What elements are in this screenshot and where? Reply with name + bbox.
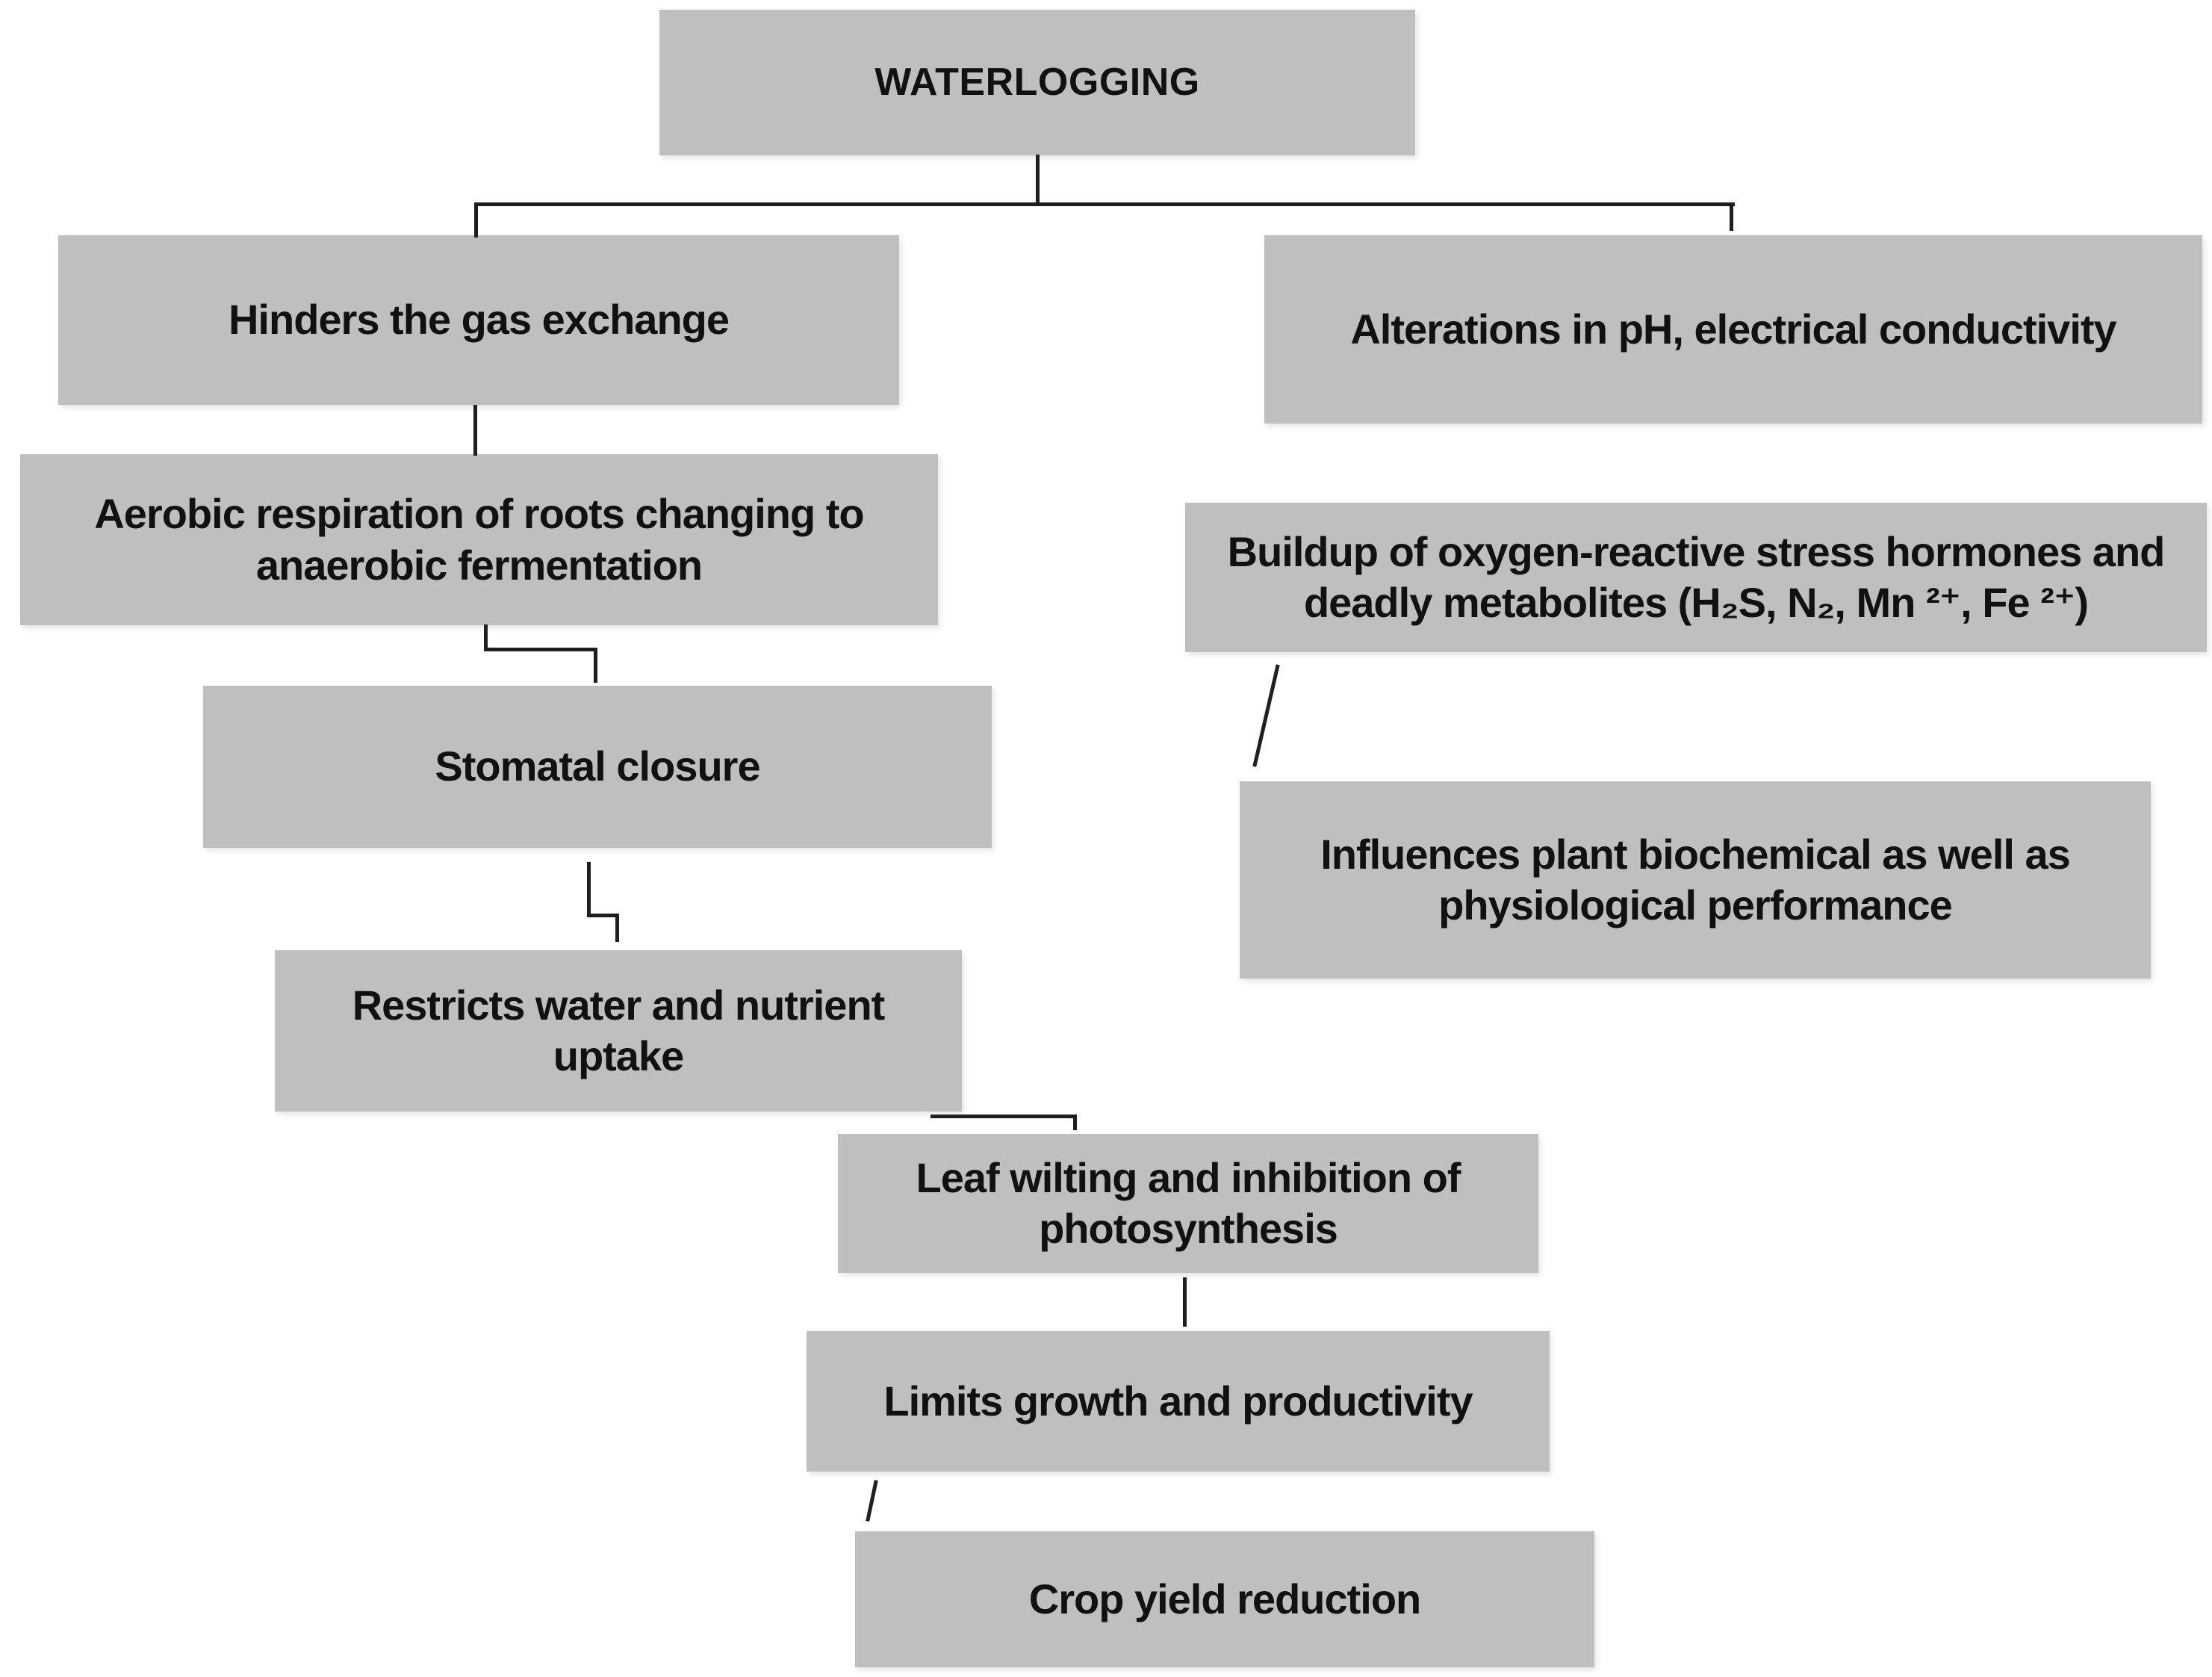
node-leaf-wilting: Leaf wilting and inhibition of photosynt… xyxy=(838,1134,1538,1273)
connector-stomatal-to-restricts-h xyxy=(587,914,619,917)
node-waterlogging: WATERLOGGING xyxy=(659,10,1415,155)
connector-branch-left-drop xyxy=(474,202,478,238)
node-aerobic-to-anaerobic: Aerobic respiration of roots changing to… xyxy=(20,454,938,625)
connector-restricts-to-leaf-tick xyxy=(1073,1115,1077,1130)
connector-aerobic-to-stomatal-v2 xyxy=(594,648,597,683)
node-crop-yield-reduction: Crop yield reduction xyxy=(855,1531,1594,1667)
node-restricts-uptake: Restricts water and nutrient uptake xyxy=(275,950,962,1112)
connector-stomatal-to-restricts-v2 xyxy=(615,914,619,942)
connector-restricts-to-leaf-h xyxy=(931,1115,1077,1118)
node-hinders-gas-exchange: Hinders the gas exchange xyxy=(58,235,899,405)
connector-aerobic-to-stomatal-v1 xyxy=(484,624,488,651)
node-influences-performance: Influences plant biochemical as well as … xyxy=(1240,781,2151,979)
connector-branch-right-drop xyxy=(1730,202,1733,231)
connector-leaf-to-limits xyxy=(1183,1277,1187,1327)
connector-aerobic-to-stomatal-h xyxy=(484,648,597,651)
node-buildup-stress-hormones: Buildup of oxygen-reactive stress hormon… xyxy=(1185,503,2207,652)
node-alterations-ph-conductivity: Alterations in pH, electrical conductivi… xyxy=(1264,235,2202,424)
connector-stomatal-to-restricts-v1 xyxy=(587,862,591,917)
connector-buildup-to-influences-slash xyxy=(1252,664,1280,767)
connector-waterlogging-stem xyxy=(1036,155,1040,205)
connector-hinders-to-aerobic xyxy=(473,405,477,456)
connector-branch-horizontal xyxy=(474,202,1735,206)
node-limits-growth: Limits growth and productivity xyxy=(807,1331,1550,1472)
connector-limits-to-crop-slash xyxy=(866,1480,878,1522)
node-stomatal-closure: Stomatal closure xyxy=(203,686,992,848)
